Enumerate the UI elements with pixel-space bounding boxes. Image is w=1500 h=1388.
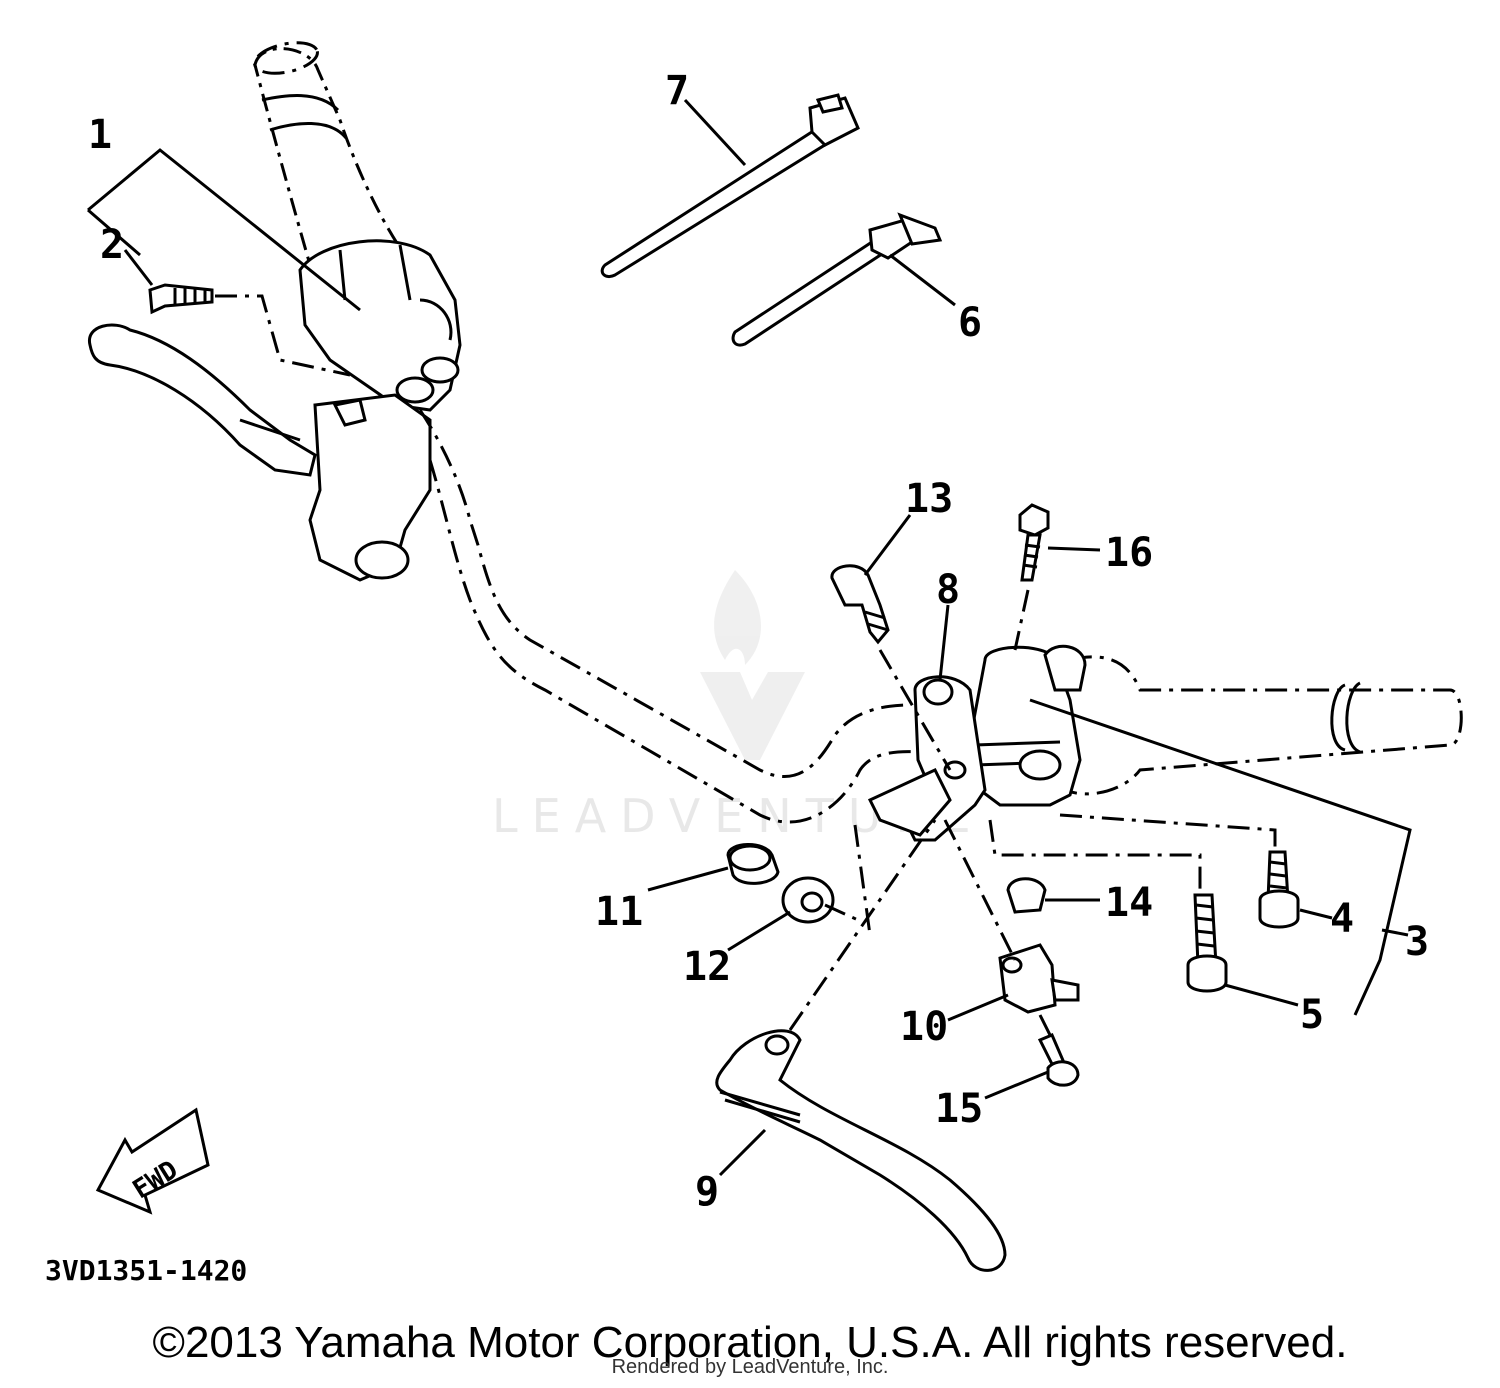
cable-tie-long [600, 93, 860, 279]
brake-lever [715, 1029, 1007, 1272]
nut-14 [1006, 877, 1047, 914]
callout-labels: 1 2 3 4 5 6 7 8 9 10 11 12 13 14 15 16 [88, 68, 1429, 1215]
right-handlebar-assembly [867, 644, 1463, 842]
cable-tie-short [731, 212, 943, 347]
callout-16: 16 [1105, 530, 1153, 576]
forward-direction-arrow: FWD [95, 1107, 210, 1215]
starter-switch [998, 943, 1080, 1014]
screw-15 [1037, 1033, 1080, 1087]
handlebar-tube [418, 409, 921, 824]
clamp-bolt-16 [1018, 503, 1050, 582]
copyright-notice: ©2013 Yamaha Motor Corporation, U.S.A. A… [152, 1318, 1348, 1367]
callout-8: 8 [936, 567, 960, 613]
callout-15: 15 [935, 1086, 983, 1132]
rendered-by-notice: Rendered by LeadVenture, Inc. [611, 1356, 889, 1378]
callout-13: 13 [905, 476, 953, 522]
bolt-5 [1186, 893, 1228, 993]
callout-12: 12 [683, 944, 731, 990]
callout-10: 10 [900, 1004, 948, 1050]
bolt-4 [1258, 850, 1300, 929]
left-handlebar-assembly [88, 41, 462, 582]
washer [781, 876, 835, 924]
callout-9: 9 [695, 1169, 719, 1215]
adjuster-nut [726, 843, 780, 885]
pivot-bolt [830, 564, 890, 645]
callout-11: 11 [595, 889, 643, 935]
callout-7: 7 [665, 68, 689, 114]
diagram-code: 3VD1351-1420 [45, 1254, 247, 1287]
leader-lines [87, 98, 1412, 1177]
callout-6: 6 [958, 300, 982, 346]
callout-4: 4 [1330, 896, 1354, 942]
callout-5: 5 [1300, 992, 1324, 1038]
callout-3: 3 [1405, 919, 1429, 965]
callout-14: 14 [1105, 880, 1153, 926]
callout-1: 1 [88, 112, 112, 158]
callout-2: 2 [100, 222, 124, 268]
